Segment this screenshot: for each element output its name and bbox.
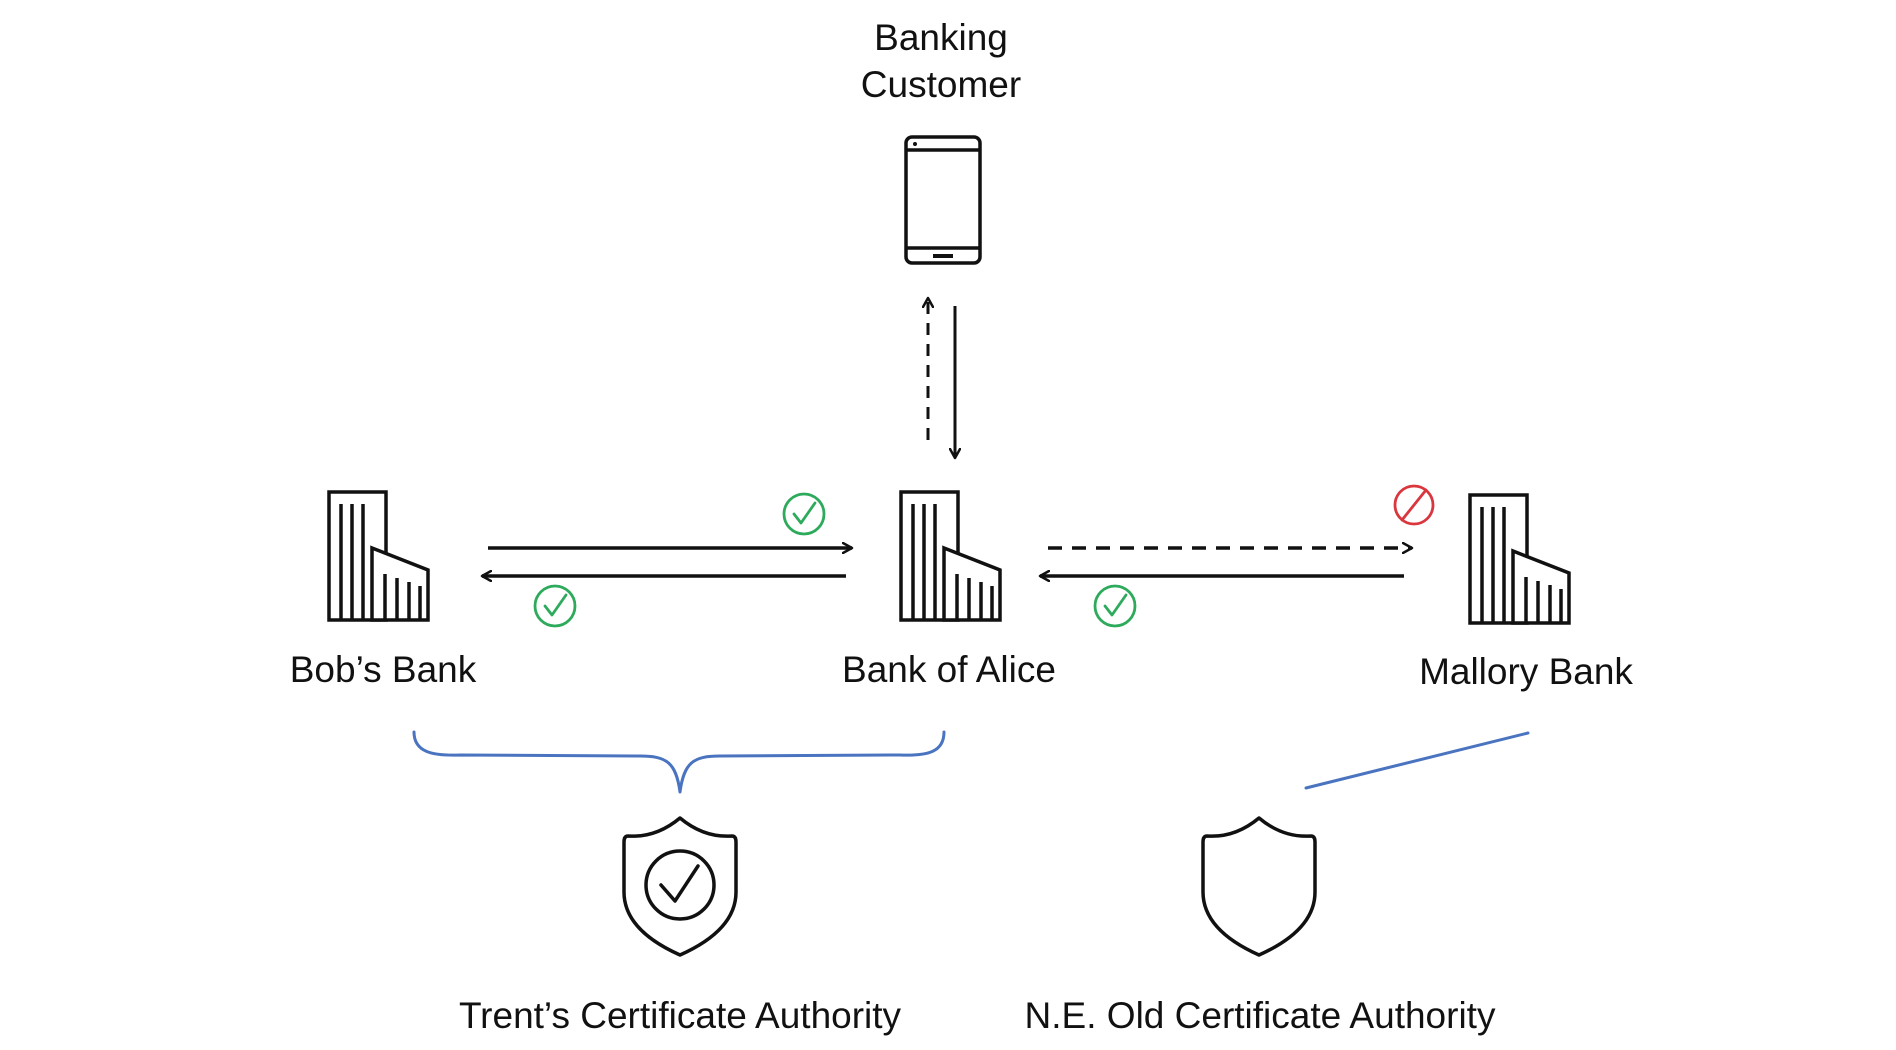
check-circle-icon: [1093, 584, 1137, 628]
bobs-bank-label: Bob’s Bank: [290, 649, 477, 690]
trust-bracket: [412, 730, 946, 794]
customer-label-line1: Banking: [874, 17, 1008, 58]
building-icon: [899, 490, 1002, 622]
shield-check-icon: [622, 816, 738, 957]
building-icon: [327, 490, 430, 622]
smartphone-icon: [904, 135, 982, 265]
shield-icon: [1201, 816, 1317, 957]
prohibited-icon: [1393, 484, 1435, 526]
bank-of-alice-label: Bank of Alice: [842, 649, 1056, 690]
check-circle-icon: [782, 492, 826, 536]
check-circle-icon: [533, 584, 577, 628]
mallory-bank-label: Mallory Bank: [1419, 651, 1633, 692]
building-icon: [1468, 493, 1571, 625]
customer-label-line2: Customer: [861, 64, 1021, 105]
mallory-ca-link: [1304, 731, 1530, 790]
ne-old-ca-label: N.E. Old Certificate Authority: [1025, 995, 1496, 1036]
trents-ca-label: Trent’s Certificate Authority: [459, 995, 902, 1036]
